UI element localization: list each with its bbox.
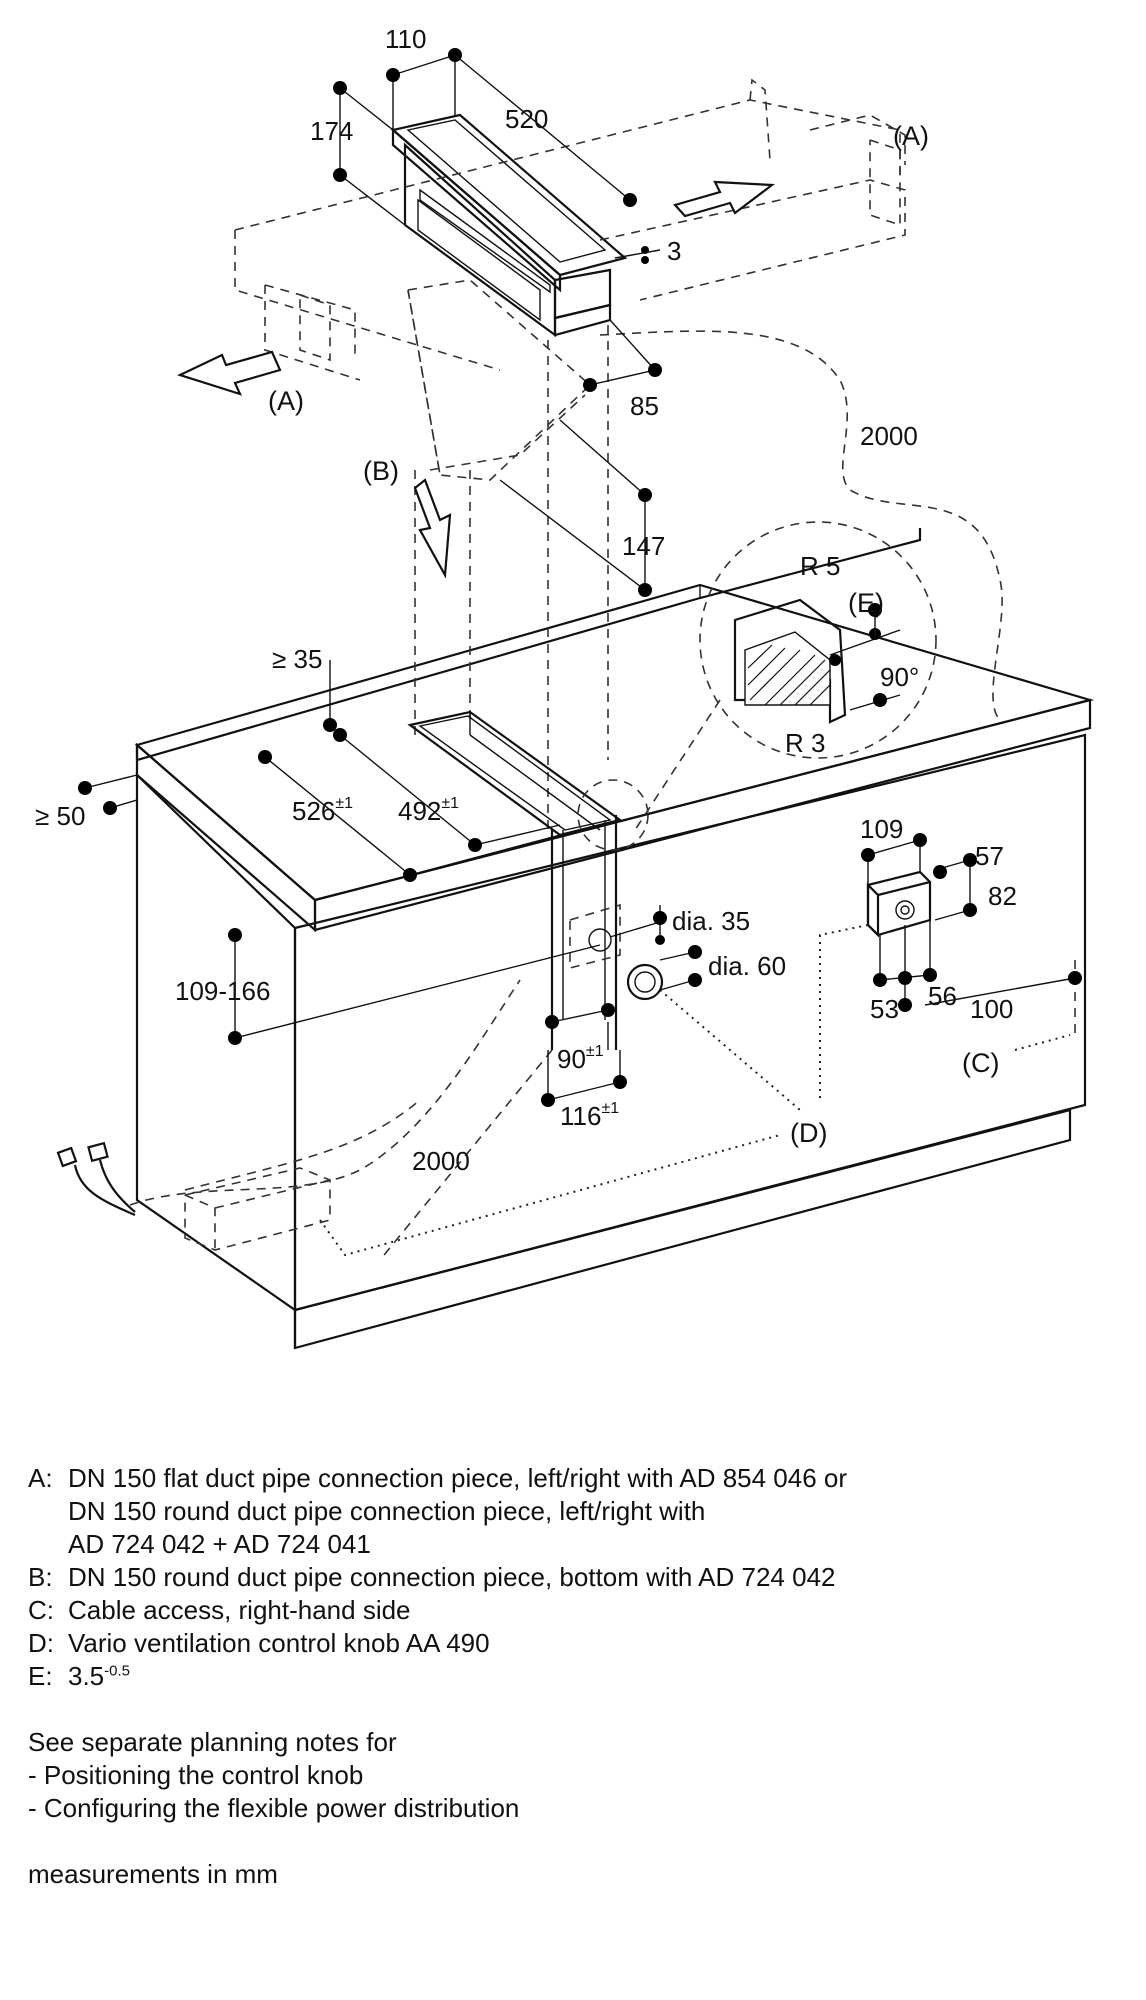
legend-key-B: B [28, 1561, 68, 1594]
dim-90-degree: 90° [880, 662, 919, 692]
dim-147: 147 [622, 531, 665, 561]
legend-item-C: C Cable access, right-hand side [28, 1594, 1108, 1627]
dim-3: 3 [667, 236, 681, 266]
dim-82: 82 [988, 881, 1017, 911]
planning-notes: See separate planning notes for - Positi… [28, 1726, 1108, 1825]
legend-key-E: E [28, 1660, 68, 1693]
duct-piece-left [234, 230, 501, 381]
legend: A DN 150 flat duct pipe connection piece… [28, 1462, 1108, 1891]
arrow-left [177, 350, 282, 396]
note-line-3: - Configuring the flexible power distrib… [28, 1793, 520, 1823]
label-C: (C) [962, 1048, 999, 1078]
arrow-right [672, 180, 776, 218]
legend-item-B: B DN 150 round duct pipe connection piec… [28, 1561, 1108, 1594]
installation-diagram: 110 520 174 3 85 2000 147 ≥ 35 ≥ 50 526±… [35, 24, 1095, 1350]
dim-min-50: ≥ 50 [35, 801, 85, 831]
dim-109-166: 109-166 [175, 976, 270, 1006]
legend-item-A: A DN 150 flat duct pipe connection piece… [28, 1462, 1108, 1561]
dim-56: 56 [928, 981, 957, 1011]
dim-492: 492±1 [398, 795, 459, 826]
dim-174: 174 [310, 116, 353, 146]
projection-lines [414, 325, 609, 830]
legend-text-A-1: DN 150 flat duct pipe connection piece, … [68, 1463, 848, 1493]
dimension-lines [78, 48, 1082, 1107]
cabinet [134, 528, 1095, 1350]
duct-piece-bottom [407, 279, 592, 481]
dim-116: 116±1 [560, 1100, 619, 1131]
part-labels: (A) (A) (B) (E) (C) (D) [268, 121, 999, 1148]
extractor-unit [390, 113, 628, 338]
legend-text-C: Cable access, right-hand side [68, 1595, 411, 1625]
note-line-2: - Positioning the control knob [28, 1760, 364, 1790]
dim-526: 526±1 [292, 795, 353, 826]
legend-item-D: D Vario ventilation control knob AA 490 [28, 1627, 1108, 1660]
dim-R5: R 5 [800, 551, 840, 581]
duct-channel [379, 815, 618, 1261]
dimension-labels: 110 520 174 3 85 2000 147 ≥ 35 ≥ 50 526±… [35, 24, 1017, 1176]
legend-text-D: Vario ventilation control knob AA 490 [68, 1628, 490, 1658]
dim-min-35: ≥ 35 [272, 644, 322, 674]
control-knob [319, 903, 801, 1257]
power-cord [56, 1141, 136, 1217]
dim-57: 57 [975, 841, 1004, 871]
dim-dia-60: dia. 60 [708, 951, 786, 981]
dim-520: 520 [505, 104, 548, 134]
dim-2000-top: 2000 [860, 421, 918, 451]
label-E: (E) [848, 588, 884, 618]
legend-item-E: E 3.5-0.5 [28, 1660, 1108, 1693]
legend-text-B: DN 150 round duct pipe connection piece,… [68, 1562, 836, 1592]
legend-key-C: C [28, 1594, 68, 1627]
label-D: (D) [790, 1118, 827, 1148]
dim-2000-bottom: 2000 [412, 1146, 470, 1176]
legend-text-A-2: DN 150 round duct pipe connection piece,… [68, 1496, 706, 1526]
socket-box [184, 1167, 331, 1251]
dim-90: 90±1 [557, 1043, 604, 1074]
dim-R3: R 3 [785, 728, 825, 758]
legend-text-A-3: AD 724 042 + AD 724 041 [68, 1529, 371, 1559]
units-note: measurements in mm [28, 1859, 278, 1889]
legend-text-E: 3.5-0.5 [68, 1661, 131, 1691]
dim-dia-35: dia. 35 [672, 906, 750, 936]
dim-53: 53 [870, 994, 899, 1024]
worktop-cutout [407, 710, 623, 837]
legend-key-A: A [28, 1462, 68, 1561]
legend-key-D: D [28, 1627, 68, 1660]
arrow-down [413, 478, 452, 579]
dim-85: 85 [630, 391, 659, 421]
label-A-left: (A) [268, 386, 304, 416]
cable-path [129, 330, 1003, 1206]
dim-109-box: 109 [860, 814, 903, 844]
note-line-1: See separate planning notes for [28, 1727, 397, 1757]
dim-110: 110 [385, 24, 426, 54]
label-A-right: (A) [893, 121, 929, 151]
duct-piece-right [234, 78, 906, 301]
label-B: (B) [363, 456, 399, 486]
dim-100: 100 [970, 994, 1013, 1024]
